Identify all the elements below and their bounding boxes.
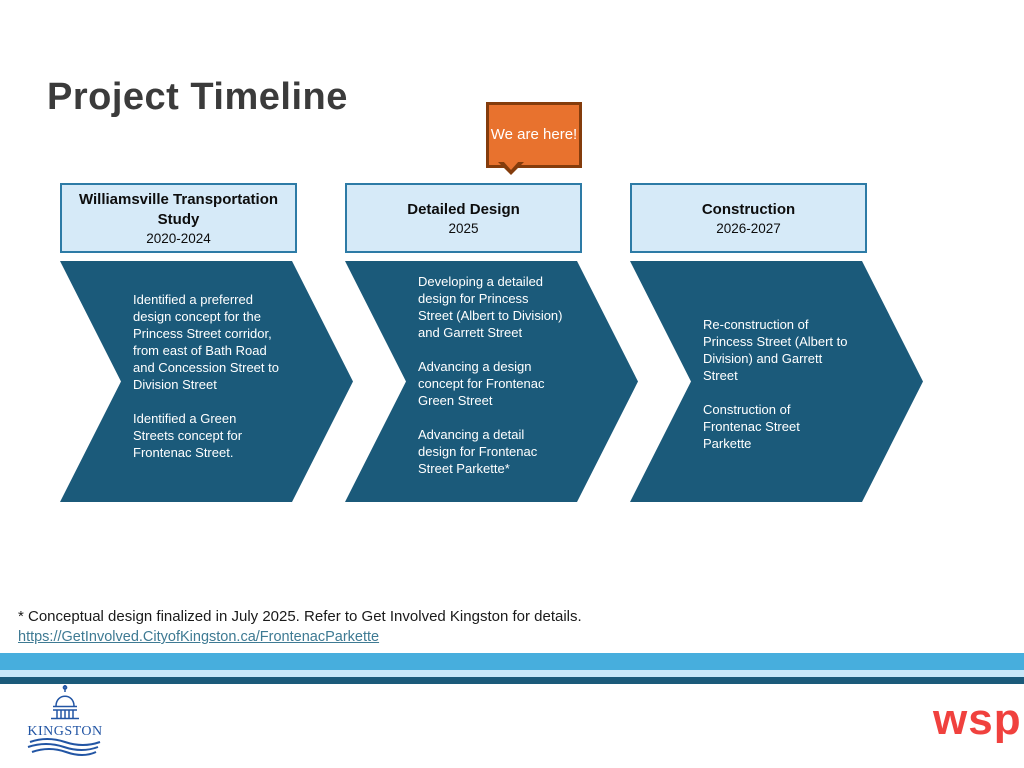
- bottom-stripe-light: [0, 670, 1024, 677]
- phase-years: 2020-2024: [146, 231, 211, 246]
- phase-bullet: Advancing a design concept for Frontenac…: [418, 359, 545, 408]
- we-are-here-callout: We are here!: [486, 102, 582, 168]
- page-title: Project Timeline: [47, 76, 348, 118]
- phase-bullet: Construction of Frontenac Street Parkett…: [703, 402, 800, 451]
- phase-header-box: Williamsville Transportation Study 2020-…: [60, 183, 297, 253]
- chevron-arrow-icon: [345, 261, 638, 502]
- kingston-logo-text: KINGSTON: [27, 724, 102, 739]
- bottom-stripe-blue: [0, 653, 1024, 670]
- phase-bullet: Advancing a detail design for Frontenac …: [418, 427, 538, 476]
- phase-header-box: Detailed Design 2025: [345, 183, 582, 253]
- phase-header-box: Construction 2026-2027: [630, 183, 867, 253]
- phase-detailed-design: Detailed Design 2025 Developing a detail…: [345, 183, 640, 503]
- footnote-link[interactable]: https://GetInvolved.CityofKingston.ca/Fr…: [18, 629, 380, 645]
- callout-text: We are here!: [490, 125, 578, 143]
- phase-bullet: Re-construction of Princess Street (Albe…: [703, 317, 848, 383]
- phase-description: Re-construction of Princess Street (Albe…: [703, 316, 851, 452]
- phase-title: Detailed Design: [407, 200, 520, 218]
- chevron-arrow-icon: [630, 261, 923, 502]
- phase-bullet: Identified a preferred design concept fo…: [133, 292, 279, 392]
- callout-tail-fill: [503, 161, 519, 170]
- wsp-logo: wsp: [933, 695, 1022, 744]
- phase-williamsville-study: Williamsville Transportation Study 2020-…: [60, 183, 355, 503]
- phase-title: Construction: [701, 200, 796, 218]
- phase-construction: Construction 2026-2027 Re-construction o…: [630, 183, 925, 503]
- footnote-text: * Conceptual design finalized in July 20…: [18, 608, 582, 625]
- phase-bullet: Identified a Green Streets concept for F…: [133, 411, 243, 460]
- kingston-logo: KINGSTON: [27, 685, 102, 756]
- phase-title: Williamsville Transportation Study: [78, 191, 279, 228]
- phase-years: 2026-2027: [716, 221, 781, 237]
- phase-bullet: Developing a detailed design for Princes…: [418, 274, 563, 340]
- phase-years: 2025: [448, 221, 479, 237]
- chevron-arrow-icon: [60, 261, 353, 502]
- bottom-stripe-dark: [0, 677, 1024, 684]
- phase-description: Identified a preferred design concept fo…: [133, 291, 281, 461]
- phase-description: Developing a detailed design for Princes…: [418, 273, 566, 477]
